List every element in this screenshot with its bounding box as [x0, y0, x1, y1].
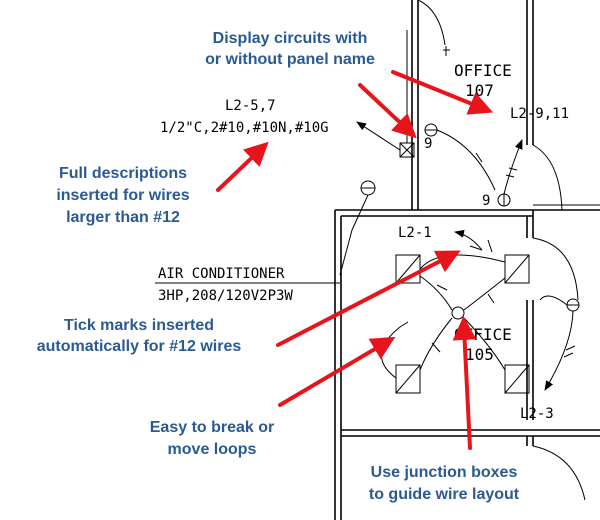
plan-labels: OFFICE 107 OFFICE 105 L2-5,7 1/2"C,2#10,…: [158, 61, 569, 422]
wiring: [155, 30, 576, 391]
arrow-icon: [358, 83, 417, 139]
callout-full-descriptions-line1: Full descriptions: [59, 165, 187, 182]
light-fixture-icon: [504, 254, 530, 284]
light-fixture-icon: [504, 364, 530, 394]
callout-arrows: [216, 70, 494, 450]
switch-icon: [443, 46, 450, 56]
callout-full-descriptions-line3: larger than #12: [66, 209, 180, 226]
circuit-label-l2-5-7: L2-5,7: [225, 98, 276, 114]
air-conditioner-label: AIR CONDITIONER: [158, 266, 285, 282]
wire-description-label: 1/2"C,2#10,#10N,#10G: [160, 120, 329, 136]
office-105-label-line2: 105: [465, 345, 494, 364]
office-107-label-line2: 107: [465, 81, 494, 100]
circuit-number-label: 9: [424, 136, 432, 152]
office-107-label-line1: OFFICE: [454, 61, 512, 80]
arrow-icon: [452, 316, 477, 450]
circuit-label-l2-1: L2-1: [398, 225, 432, 241]
junction-box-icon: [451, 306, 465, 320]
receptacle-icon: [360, 180, 376, 196]
receptacle-icon: [424, 123, 438, 137]
callouts: Display circuits with or without panel n…: [37, 30, 520, 503]
callout-break-loops-line2: move loops: [168, 441, 257, 458]
callout-tick-marks-line1: Tick marks inserted: [64, 317, 214, 334]
callout-break-loops-line1: Easy to break or: [150, 419, 275, 436]
callout-junction-boxes-line2: to guide wire layout: [369, 486, 520, 503]
circuit-number-label: 9: [482, 193, 490, 209]
arrow-icon: [276, 250, 461, 347]
callout-tick-marks-line2: automatically for #12 wires: [37, 338, 242, 355]
air-conditioner-spec-label: 3HP,208/120V2P3W: [158, 288, 293, 304]
callout-display-circuits-line1: Display circuits with: [213, 30, 368, 47]
callout-display-circuits-line2: or without panel name: [205, 51, 375, 68]
light-fixture-icon: [395, 364, 421, 394]
arrow-icon: [216, 141, 269, 192]
arrow-icon: [278, 336, 396, 407]
circuit-label-l2-9-11: L2-9,11: [510, 106, 569, 122]
receptacle-icon: [566, 298, 580, 312]
callout-junction-boxes-line1: Use junction boxes: [371, 464, 518, 481]
circuit-label-l2-3: L2-3: [520, 406, 554, 422]
callout-full-descriptions-line2: inserted for wires: [56, 187, 189, 204]
light-fixtures: [395, 254, 530, 394]
arrow-icon: [391, 70, 494, 115]
receptacle-icon: [497, 193, 511, 207]
